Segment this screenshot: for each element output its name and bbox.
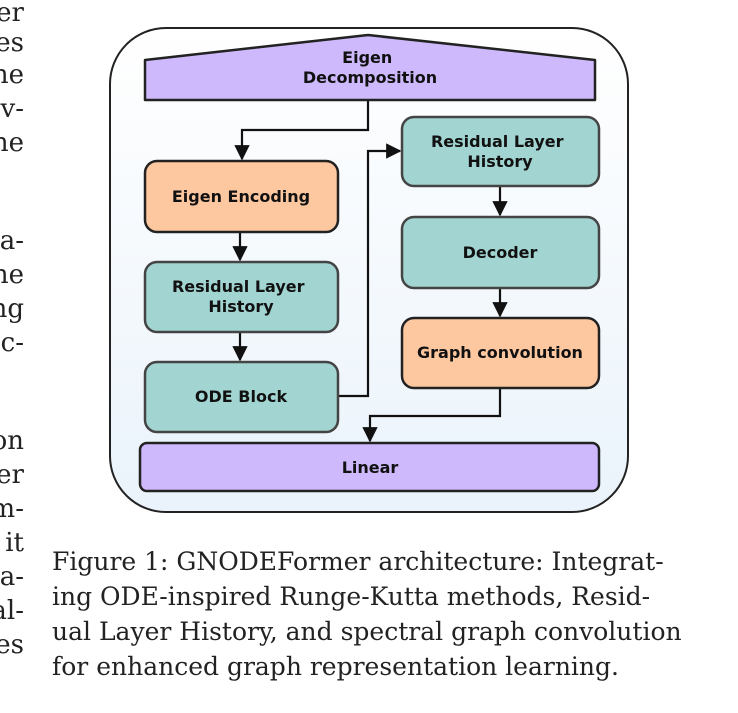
margin-fragment: on bbox=[0, 426, 24, 456]
margin-fragment: he bbox=[0, 128, 24, 158]
caption-line: for enhanced graph representation learni… bbox=[52, 652, 619, 681]
margin-fragment: c- bbox=[0, 328, 24, 358]
eigen-decomposition-node bbox=[143, 33, 597, 102]
margin-fragment: he bbox=[0, 260, 24, 290]
eigen-decomposition-label: Eigen Decomposition bbox=[303, 48, 437, 87]
margin-fragment: m- bbox=[0, 494, 24, 524]
arrow-decomposition-to-encoding bbox=[234, 100, 370, 161]
margin-fragment: al- bbox=[0, 596, 24, 626]
margin-fragment: es bbox=[0, 630, 24, 660]
left-margin-text-fragments: er es he v- he a- he ng c- on er m- it a… bbox=[0, 0, 30, 713]
arrow-graph-convolution-to-linear bbox=[362, 388, 502, 443]
caption-line: Figure 1: GNODEFormer architecture: Inte… bbox=[52, 547, 664, 576]
ode-block-node bbox=[143, 360, 340, 434]
margin-fragment: er bbox=[0, 460, 24, 490]
margin-fragment: it bbox=[5, 528, 24, 558]
graph-convolution-node bbox=[400, 316, 601, 390]
eigen-encoding-label: Eigen Encoding bbox=[172, 187, 310, 206]
decoder-node bbox=[400, 215, 601, 290]
caption-line: ual Layer History, and spectral graph co… bbox=[52, 617, 682, 646]
margin-fragment: er bbox=[0, 0, 24, 28]
ode-block-label: ODE Block bbox=[195, 387, 288, 406]
margin-fragment: ng bbox=[0, 294, 24, 324]
residual-layer-history-left-node bbox=[143, 260, 340, 334]
figure-caption: Figure 1: GNODEFormer architecture: Inte… bbox=[52, 544, 712, 684]
margin-fragment: he bbox=[0, 60, 24, 90]
arrow-ode-to-residual-right bbox=[338, 143, 402, 398]
residual-layer-history-left-label: Residual Layer History bbox=[172, 277, 310, 316]
linear-label: Linear bbox=[342, 458, 399, 477]
margin-fragment: v- bbox=[0, 94, 24, 124]
architecture-diagram: Eigen Decomposition Eigen Encoding Resid… bbox=[109, 27, 629, 513]
caption-line: ing ODE-inspired Runge-Kutta methods, Re… bbox=[52, 582, 651, 611]
residual-layer-history-right-label: Residual Layer History bbox=[431, 132, 569, 171]
decoder-label: Decoder bbox=[463, 243, 538, 262]
residual-layer-history-right-node bbox=[400, 115, 601, 188]
margin-fragment: a- bbox=[0, 562, 24, 592]
margin-fragment: a- bbox=[0, 226, 24, 256]
eigen-encoding-node bbox=[143, 159, 340, 234]
linear-node bbox=[138, 441, 601, 493]
margin-fragment: es bbox=[0, 28, 24, 58]
graph-convolution-label: Graph convolution bbox=[417, 343, 583, 362]
